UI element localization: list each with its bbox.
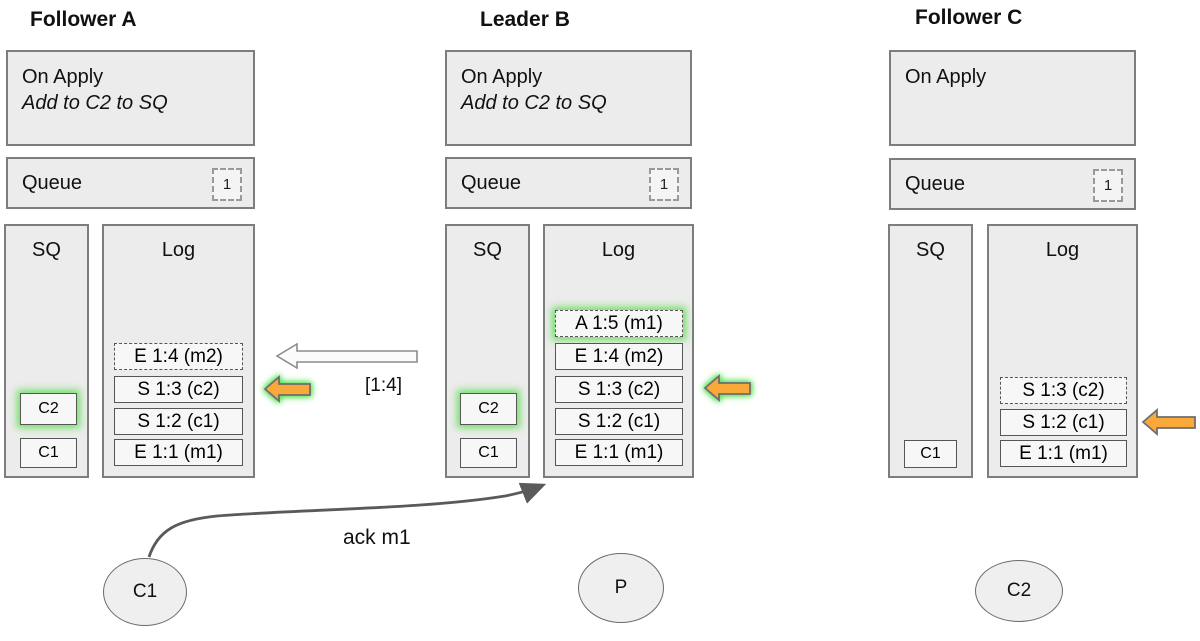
sq-item-c1: C1 xyxy=(904,440,957,468)
log-entry: S 1:2 (c1) xyxy=(555,408,683,435)
queue-box-c: Queue 1 xyxy=(889,158,1136,210)
sq-item-c2: C2 xyxy=(460,393,517,425)
sq-item-c1: C1 xyxy=(20,438,77,468)
actor-c2: C2 xyxy=(975,560,1063,622)
actor-c1: C1 xyxy=(103,558,187,626)
log-entry: E 1:4 (m2) xyxy=(114,343,243,370)
on-apply-title: On Apply xyxy=(905,66,987,88)
sq-label: SQ xyxy=(473,239,502,261)
log-label: Log xyxy=(161,239,196,261)
queue-count-badge: 1 xyxy=(1093,169,1123,202)
log-entry: E 1:1 (m1) xyxy=(555,439,683,466)
sq-label: SQ xyxy=(32,239,61,261)
actor-label: C2 xyxy=(1006,580,1032,601)
log-entry: S 1:2 (c1) xyxy=(1000,409,1127,436)
sq-container-b: SQ xyxy=(445,224,530,478)
sq-container-a: SQ xyxy=(4,224,89,478)
node-title-follower-a: Follower A xyxy=(30,8,137,31)
queue-label: Queue xyxy=(461,171,522,194)
replicate-left-arrow-icon xyxy=(275,342,418,370)
log-entry: S 1:3 (c2) xyxy=(114,376,243,403)
on-apply-box-a: On Apply Add to C2 to SQ xyxy=(6,50,255,146)
actor-p: P xyxy=(578,553,664,623)
log-entry: S 1:3 (c2) xyxy=(1000,377,1127,404)
log-entry: E 1:1 (m1) xyxy=(1000,440,1127,467)
queue-box-b: Queue 1 xyxy=(445,157,692,209)
apply-pointer-arrow-b-icon xyxy=(703,374,751,402)
queue-count-badge: 1 xyxy=(649,168,679,201)
on-apply-box-b: On Apply Add to C2 to SQ xyxy=(445,50,692,146)
sq-label: SQ xyxy=(916,239,945,261)
log-entry: E 1:4 (m2) xyxy=(555,343,683,370)
node-title-follower-c: Follower C xyxy=(915,6,1023,29)
replicate-range-label: [1:4] xyxy=(365,375,402,396)
actor-label: C1 xyxy=(132,581,158,602)
log-entry: E 1:1 (m1) xyxy=(114,439,243,466)
apply-pointer-arrow-a-icon xyxy=(263,375,311,403)
on-apply-box-c: On Apply xyxy=(889,50,1136,146)
log-label: Log xyxy=(601,239,636,261)
log-entry-appending: A 1:5 (m1) xyxy=(555,310,683,337)
on-apply-title: On Apply xyxy=(22,66,104,88)
ack-label: ack m1 xyxy=(343,526,411,549)
queue-label: Queue xyxy=(905,172,966,195)
node-title-leader-b: Leader B xyxy=(480,8,570,31)
sq-item-c1: C1 xyxy=(460,438,517,468)
queue-box-a: Queue 1 xyxy=(6,157,255,209)
queue-count-badge: 1 xyxy=(212,168,242,201)
sq-item-c2: C2 xyxy=(20,393,77,425)
log-entry: S 1:2 (c1) xyxy=(114,408,243,435)
on-apply-note: Add to C2 to SQ xyxy=(461,92,607,114)
on-apply-title: On Apply xyxy=(461,66,543,88)
apply-pointer-arrow-c-icon xyxy=(1141,408,1196,436)
actor-label: P xyxy=(614,577,628,598)
sq-container-c: SQ xyxy=(888,224,973,478)
log-entry: S 1:3 (c2) xyxy=(555,376,683,403)
queue-label: Queue xyxy=(22,171,83,194)
log-label: Log xyxy=(1045,239,1080,261)
on-apply-note: Add to C2 to SQ xyxy=(22,92,168,114)
